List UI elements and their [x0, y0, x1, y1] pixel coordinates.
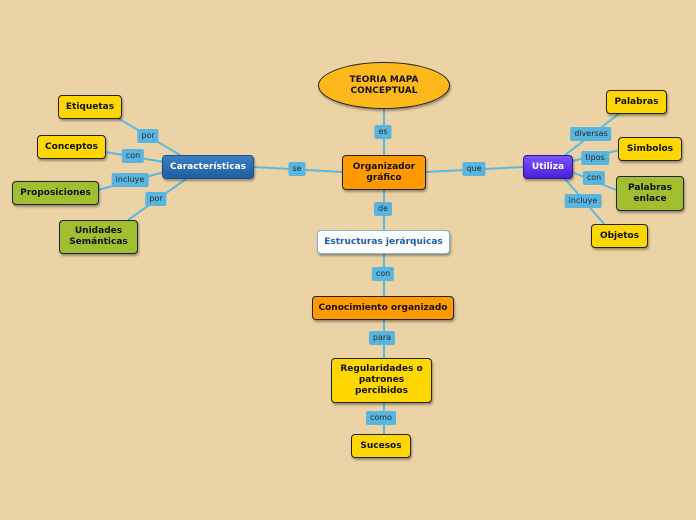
link-label-es: es [374, 125, 392, 139]
link-label-tipos: tipos [581, 151, 609, 165]
node-simbolos[interactable]: Simbolos [618, 137, 682, 161]
link-label-como: como [366, 411, 396, 425]
link-label-con-palabras-enlace: con [582, 171, 606, 185]
link-label-se: se [288, 162, 306, 176]
link-label-incluye-proposiciones: incluye [111, 173, 149, 187]
node-proposiciones[interactable]: Proposiciones [12, 181, 99, 205]
node-conceptos[interactable]: Conceptos [37, 135, 106, 159]
link-label-que: que [462, 162, 486, 176]
node-regularidades[interactable]: Regularidades o patrones percibidos [331, 358, 432, 403]
node-sucesos[interactable]: Sucesos [351, 434, 411, 458]
node-palabras-enlace[interactable]: Palabras enlace [616, 176, 684, 211]
link-label-con: con [371, 267, 395, 281]
link-label-por-etiquetas: por [137, 129, 159, 143]
link-label-diversas: diversas [570, 127, 612, 141]
link-label-incluye-objetos: incluye [564, 194, 602, 208]
node-utiliza[interactable]: Utiliza [523, 155, 573, 179]
node-caracteristicas[interactable]: Características [162, 155, 254, 179]
link-label-por-unidades: por [145, 192, 167, 206]
node-palabras[interactable]: Palabras [606, 90, 667, 114]
link-label-para: para [368, 331, 396, 345]
node-estructuras[interactable]: Estructuras jerárquicas [317, 230, 450, 254]
link-label-con-conceptos: con [121, 149, 145, 163]
node-unidades[interactable]: Unidades Semánticas [59, 220, 138, 254]
node-organizador[interactable]: Organizador gráfico [342, 155, 426, 190]
node-teoria[interactable]: TEORIA MAPA CONCEPTUAL [318, 62, 450, 109]
node-etiquetas[interactable]: Etiquetas [58, 95, 122, 119]
node-conocimiento[interactable]: Conocimiento organizado [312, 296, 454, 320]
link-label-de: de [374, 202, 392, 216]
node-objetos[interactable]: Objetos [591, 224, 648, 248]
